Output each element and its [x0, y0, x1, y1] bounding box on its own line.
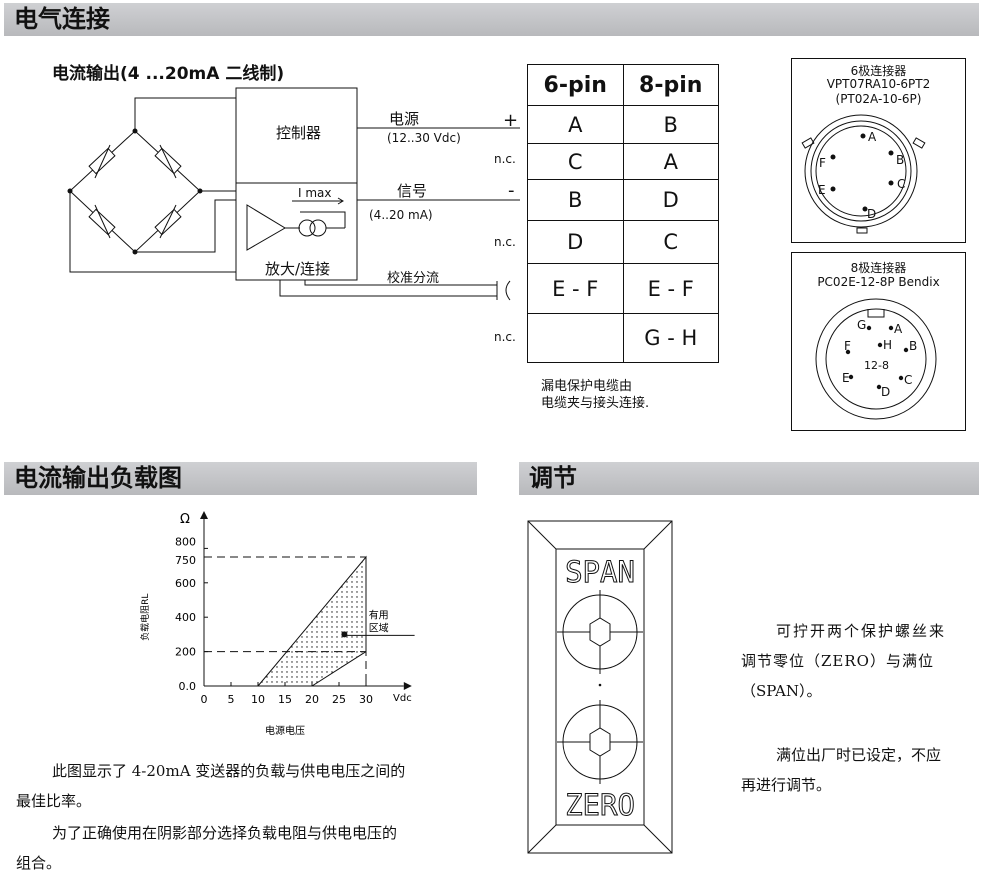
svg-text:F: F	[844, 339, 851, 353]
y-tick-label: 400	[175, 611, 196, 624]
svg-text:F: F	[819, 156, 826, 170]
y-tick-label: 600	[175, 577, 196, 590]
pin-cell: C	[622, 220, 719, 264]
pin-cell: C	[527, 143, 624, 180]
y-tick-label: 0.0	[179, 680, 197, 693]
wiring-subtitle: 电流输出(4 ...20mA 二线制)	[52, 64, 285, 84]
imax-label: I max	[298, 186, 332, 200]
x-tick-label: 15	[278, 693, 292, 706]
nc-label-2: n.c.	[494, 235, 516, 249]
x-tick-label: 5	[228, 693, 235, 706]
pin-cell: B	[527, 179, 624, 221]
svg-text:A: A	[894, 322, 903, 336]
span-label: SPAN	[565, 555, 635, 589]
y-tick-label: 750	[175, 554, 196, 567]
connector6-box	[791, 58, 966, 243]
load-paragraph-1-line1: 此图显示了 4-20mA 变送器的负载与供电电压之间的	[52, 762, 406, 780]
pin-cell: E - F	[527, 263, 624, 314]
x-axis-arrow	[403, 682, 412, 690]
pin-cell: A	[622, 143, 719, 180]
annotation-line2: 区域	[369, 621, 389, 634]
x-tick-label: 0	[201, 693, 208, 706]
signal-label: 信号	[397, 182, 428, 200]
svg-text:D: D	[881, 385, 890, 399]
span-adjuster-icon	[557, 590, 643, 674]
svg-text:D: D	[867, 207, 876, 221]
section-header-electrical: 电气连接	[4, 3, 979, 36]
y-unit-label: Ω	[180, 512, 190, 527]
zero-adjuster-icon	[557, 700, 643, 784]
connector8-drawing: A B C D E F G H 12-8	[815, 298, 937, 420]
pin-cell: D	[622, 179, 719, 221]
y-axis-title: 负载电阻RL	[139, 594, 151, 641]
pin-cell: E - F	[622, 263, 719, 314]
y-axis-arrow	[200, 511, 208, 519]
useful-region	[256, 555, 367, 687]
connector6-title1: 6极连接器	[850, 64, 907, 78]
svg-text:B: B	[909, 339, 917, 353]
svg-text:G: G	[857, 318, 866, 332]
connector6-title3: (PT02A-10-6P)	[835, 92, 922, 106]
zero-label: ZERO	[565, 788, 635, 822]
pin-cell	[527, 313, 624, 363]
amplifier-label: 放大/连接	[265, 260, 331, 278]
svg-text:C: C	[904, 373, 912, 387]
pin-cell: G - H	[622, 313, 719, 363]
x-axis-title: 电源电压	[265, 724, 305, 737]
adjust-p2-line1: 满位出厂时已设定，不应	[776, 746, 942, 764]
annotation-line1: 有用	[369, 608, 389, 621]
connector8-box	[791, 252, 966, 431]
power-range: (12..30 Vdc)	[387, 131, 461, 145]
x-tick-label: 25	[332, 693, 346, 706]
pin-header-8: 8-pin	[622, 64, 719, 106]
y-tick-label: 800	[175, 535, 196, 548]
load-paragraph-2-line2: 组合。	[16, 854, 62, 872]
pin-header-6: 6-pin	[527, 64, 624, 106]
svg-text:C: C	[897, 177, 905, 191]
svg-text:12-8: 12-8	[864, 359, 889, 372]
nc-label-1: n.c.	[494, 152, 516, 166]
calib-label: 校准分流	[387, 271, 440, 286]
load-chart: 0 5 10 15 20 25 30 0.0 200 400 600 750 800 Ω Vdc 电源电压 负载…	[139, 511, 415, 737]
plus-sign: +	[503, 110, 519, 131]
connector6-drawing: A B C D E F	[801, 114, 926, 234]
power-label: 电源	[389, 110, 420, 128]
x-tick-label: 20	[305, 693, 319, 706]
marked-point	[341, 631, 348, 638]
controller-label: 控制器	[276, 124, 322, 142]
load-paragraph-1-line2: 最佳比率。	[16, 792, 92, 810]
minus-sign: -	[508, 180, 515, 201]
adjust-panel: SPAN ZERO	[527, 520, 673, 854]
x-tick-label: 10	[251, 693, 265, 706]
adjust-p1-line2: 调节零位（ZERO）与满位	[741, 652, 934, 670]
connector8-title1: 8极连接器	[850, 261, 907, 275]
connector8-title2: PC02E-12-8P Bendix	[817, 275, 940, 289]
section-header-load: 电流输出负载图	[4, 462, 477, 495]
pin-cell: B	[622, 105, 719, 144]
load-paragraph-2-line1: 为了正确使用在阴影部分选择负载电阻与供电电压的	[52, 824, 398, 842]
x-tick-label: 30	[359, 693, 373, 706]
wiring-diagram	[67, 87, 520, 301]
adjust-p1-line1: 可拧开两个保护螺丝来	[776, 622, 947, 640]
svg-text:B: B	[896, 153, 904, 167]
pin-cell: D	[527, 220, 624, 264]
connector6-title2: VPT07RA10-6PT2	[826, 77, 931, 91]
adjust-p1-line3: （SPAN）。	[741, 682, 822, 700]
x-unit-label: Vdc	[393, 693, 412, 704]
nc-label-3: n.c.	[494, 330, 516, 344]
svg-text:E: E	[842, 371, 850, 385]
pin-cell: A	[527, 105, 624, 144]
pin-note-line2: 电缆夹与接头连接.	[541, 396, 650, 411]
svg-text:E: E	[818, 183, 826, 197]
svg-text:A: A	[868, 130, 877, 144]
svg-text:H: H	[883, 338, 892, 352]
adjust-p2-line2: 再进行调节。	[741, 776, 832, 794]
pin-note-line1: 漏电保护电缆由	[541, 379, 633, 394]
signal-range: (4..20 mA)	[369, 208, 433, 222]
y-tick-label: 200	[175, 646, 196, 659]
section-header-adjust: 调节	[519, 462, 979, 495]
